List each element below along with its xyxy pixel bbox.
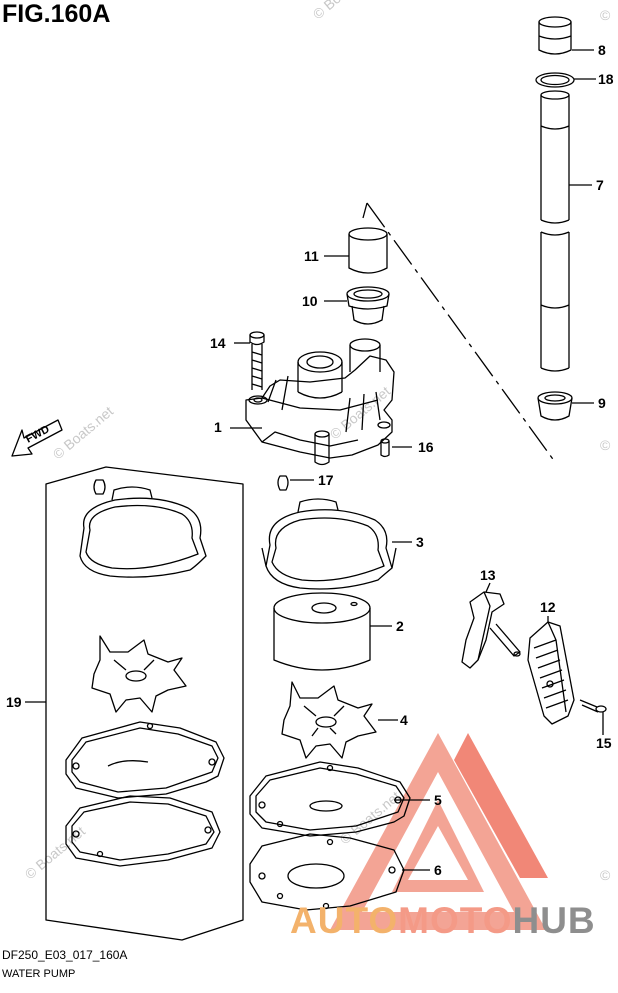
kit-19-frame [45, 466, 244, 941]
kit-lower-plate [65, 795, 221, 867]
part-17-key [277, 475, 289, 491]
callout-8: 8 [598, 42, 606, 58]
kit-plate-gasket [65, 721, 225, 799]
callout-1: 1 [214, 419, 222, 435]
watermark-icon: © [600, 7, 611, 23]
callout-11: 11 [304, 248, 319, 264]
callout-6: 6 [434, 862, 442, 878]
callout-16: 16 [418, 439, 434, 455]
part-3-gasket [261, 498, 397, 590]
part-1-pump-case [245, 338, 395, 466]
fwd-direction-icon [11, 419, 63, 457]
part-2-liner [273, 592, 371, 671]
figure-title: FIG.160A [2, 0, 111, 28]
brand-wordmark: AUTOMOTOHUB [290, 900, 596, 942]
callout-17: 17 [318, 472, 334, 488]
part-18-o-ring [535, 72, 575, 88]
callout-14: 14 [210, 335, 226, 351]
callout-7: 7 [596, 177, 604, 193]
part-7-water-tube [540, 90, 570, 372]
watermark-text: © Boats.net [50, 403, 117, 462]
callout-12: 12 [540, 599, 556, 615]
kit-impeller [91, 635, 187, 713]
callout-2: 2 [396, 618, 404, 634]
part-5-plate-gasket [249, 761, 411, 837]
watermarks: © Boats.net © Boats.net © Boats.net © Bo… [22, 0, 611, 883]
part-16-pin [380, 438, 390, 458]
leader-lines [25, 49, 604, 871]
watermark-icon: © [600, 437, 611, 453]
part-10-seal [346, 286, 390, 325]
brand-part-3: HUB [512, 900, 596, 941]
kit-gasket [79, 486, 207, 578]
part-9-sleeve [537, 391, 573, 421]
figure-name: WATER PUMP [2, 968, 76, 980]
watermark-text: © Boats.net [327, 383, 394, 442]
part-8-sleeve [538, 16, 572, 55]
brand-part-1: AUTO [290, 900, 399, 941]
watermark-icon: © [600, 867, 611, 883]
assembly-axis-line [366, 202, 556, 463]
part-15-screw [579, 699, 607, 713]
brand-logo-icon [330, 733, 548, 930]
brand-part-2: MOTO [398, 900, 513, 941]
callout-10: 10 [302, 293, 318, 309]
watermark-text: © Boats.net [310, 0, 377, 22]
callout-3: 3 [416, 534, 424, 550]
part-13-bracket [461, 591, 521, 669]
callout-4: 4 [400, 712, 408, 728]
callout-13: 13 [480, 567, 496, 583]
callout-18: 18 [598, 71, 614, 87]
part-6-pump-plate [249, 833, 405, 911]
kit-key [93, 479, 106, 495]
callout-9: 9 [598, 395, 606, 411]
part-12-grille [527, 621, 575, 725]
axis-tick [362, 202, 368, 219]
callout-15: 15 [596, 735, 612, 751]
callout-19: 19 [6, 694, 22, 710]
part-4-impeller [281, 681, 377, 759]
part-14-bolt [249, 331, 265, 390]
part-11-grommet [348, 227, 388, 274]
callout-5: 5 [434, 792, 442, 808]
figure-code: DF250_E03_017_160A [2, 948, 128, 962]
